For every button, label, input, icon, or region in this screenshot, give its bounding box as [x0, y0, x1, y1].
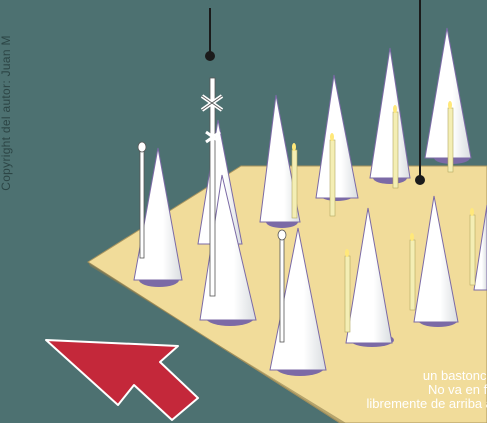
- header-text: [132, 0, 292, 6]
- red-arrow-icon: [46, 340, 198, 420]
- caption-line-2: No va en fil: [263, 383, 487, 397]
- caption-line-1: un bastoncit: [263, 369, 487, 383]
- caption: un bastoncit No va en fil libremente de …: [263, 369, 487, 411]
- copyright-text: Copyright del autor: Juan M: [0, 13, 13, 213]
- caption-line-3: libremente de arriba a: [263, 397, 487, 411]
